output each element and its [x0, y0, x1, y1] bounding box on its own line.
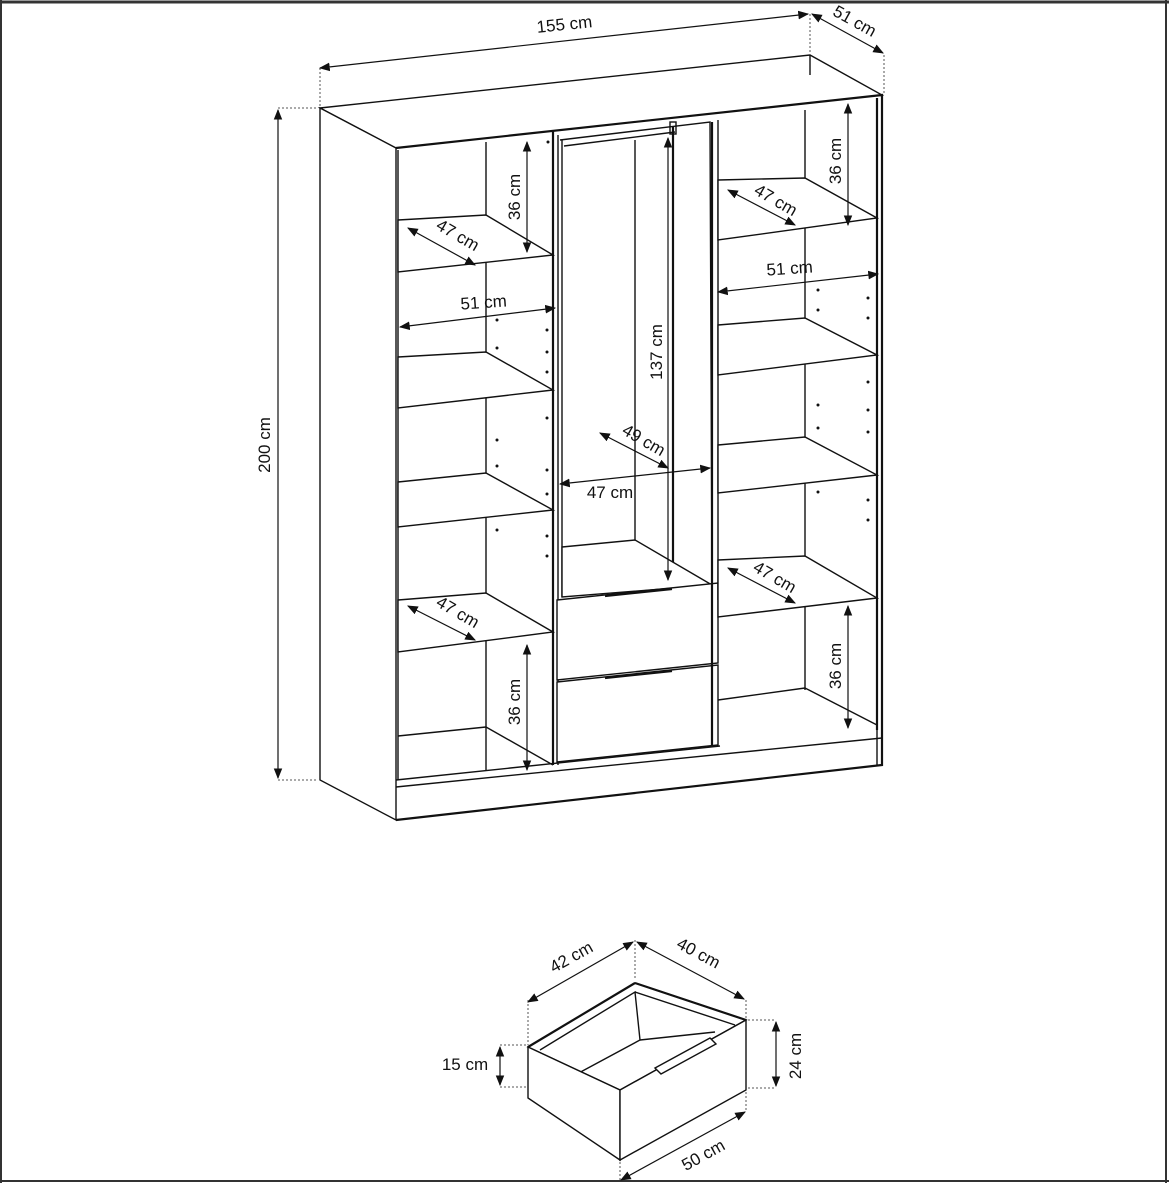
middle-depth-label: 49 cm [619, 420, 669, 460]
right-bottom-compartment-height-label: 36 cm [826, 643, 845, 689]
drawer-inner-depth-label: 42 cm [546, 938, 596, 977]
width-dimension-line [318, 10, 810, 72]
depth-label: 51 cm [830, 2, 880, 41]
left-top-compartment-height-label: 36 cm [505, 174, 524, 220]
width-label: 155 cm [536, 12, 593, 37]
depth-dimension-line [811, 13, 884, 54]
middle-hanging-height-label: 137 cm [647, 324, 666, 380]
right-inner-width-label: 51 cm [766, 257, 814, 279]
right-top-compartment-height-label: 36 cm [826, 138, 845, 184]
shelf-pin-holes-right [816, 288, 870, 522]
middle-width-label: 47 cm [587, 483, 633, 502]
left-inner-width-label: 51 cm [460, 291, 508, 313]
left-bottom-compartment-height-label: 36 cm [505, 679, 524, 725]
wardrobe-drawing [317, 54, 885, 822]
drawer-front-height-label: 24 cm [786, 1033, 805, 1079]
shelf-pin-holes-left [495, 140, 550, 558]
drawer-drawing [526, 981, 748, 1162]
height-label: 200 cm [255, 417, 274, 473]
drawer-inner-width-label: 40 cm [674, 934, 724, 973]
drawer-front-width-label: 50 cm [678, 1136, 728, 1175]
drawer-side-height-label: 15 cm [442, 1055, 488, 1074]
